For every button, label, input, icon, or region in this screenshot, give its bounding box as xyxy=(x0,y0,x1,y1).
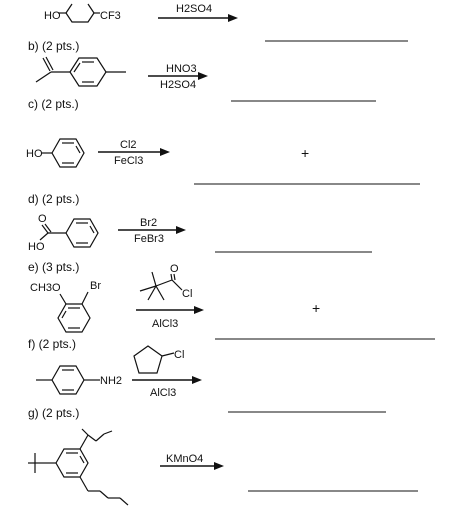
bromoanisole-ring xyxy=(57,291,91,333)
problem-f: f) (2 pts.) NH2 Cl AlCl3 xyxy=(28,337,386,413)
arrow-head-d xyxy=(176,226,186,234)
arrow-head-a xyxy=(228,14,238,22)
reagent-e1: AlCl3 xyxy=(152,318,178,330)
problem-c-label: c) (2 pts.) xyxy=(28,97,79,111)
reagent-c1: Cl2 xyxy=(120,139,137,151)
arrow-head-c xyxy=(160,148,170,156)
phenol-ring xyxy=(42,138,85,168)
carbonyl-o-label: O xyxy=(38,213,47,225)
acyl-o-label: O xyxy=(170,263,179,275)
problem-a: HO CF3 H2SO4 xyxy=(44,3,408,42)
methoxy-label: CH3O xyxy=(30,282,61,294)
problem-b: b) (2 pts.) HNO3 H2SO4 xyxy=(28,39,376,102)
arrow-head-g xyxy=(214,462,224,470)
problem-g-label: g) (2 pts.) xyxy=(28,406,79,420)
problem-e-label: e) (3 pts.) xyxy=(28,260,79,274)
amino-label: NH2 xyxy=(100,375,122,387)
cf3-label: CF3 xyxy=(100,10,121,22)
problem-c: c) (2 pts.) HO Cl2 FeCl3 + xyxy=(26,97,420,185)
reagent-a1: H2SO4 xyxy=(176,3,212,15)
benzene-ring-a xyxy=(58,3,100,23)
plus-sign-c: + xyxy=(301,145,309,161)
problem-b-label: b) (2 pts.) xyxy=(28,39,79,53)
reagent-c2: FeCl3 xyxy=(114,155,143,167)
problem-g: g) (2 pts.) KMnO4 xyxy=(28,406,418,506)
alkylbenzene-structure xyxy=(28,428,129,506)
phenol-oh-label: HO xyxy=(26,148,43,160)
reagent-f1: AlCl3 xyxy=(150,387,176,399)
toluidine-structure xyxy=(36,365,100,395)
reagent-d1: Br2 xyxy=(140,217,157,229)
problem-f-label: f) (2 pts.) xyxy=(28,337,76,351)
methylacetophenone-structure xyxy=(35,56,126,87)
arrow-head-b xyxy=(198,72,208,80)
problem-d: d) (2 pts.) O HO Br2 FeBr3 xyxy=(28,192,372,253)
hydroxyl-label: HO xyxy=(44,10,61,22)
plus-sign-e: + xyxy=(312,300,320,316)
chlorocyclopentane-structure xyxy=(133,345,175,374)
reagent-d2: FeBr3 xyxy=(134,233,164,245)
benzoic-acid-structure xyxy=(39,218,99,248)
pivaloyl-chloride-structure xyxy=(139,271,183,301)
reagent-b2: H2SO4 xyxy=(160,79,196,91)
bromo-label: Br xyxy=(90,280,101,292)
problem-e: e) (3 pts.) CH3O Br O Cl AlCl3 + xyxy=(28,260,435,340)
reagent-g1: KMnO4 xyxy=(166,453,203,465)
cyclopentyl-cl-label: Cl xyxy=(174,349,184,361)
acyl-cl-label: Cl xyxy=(182,288,192,300)
arrow-head-e xyxy=(194,306,204,314)
problem-d-label: d) (2 pts.) xyxy=(28,192,79,206)
acid-oh-label: HO xyxy=(28,241,45,253)
arrow-head-f xyxy=(192,376,202,384)
reagent-b1: HNO3 xyxy=(166,63,197,75)
